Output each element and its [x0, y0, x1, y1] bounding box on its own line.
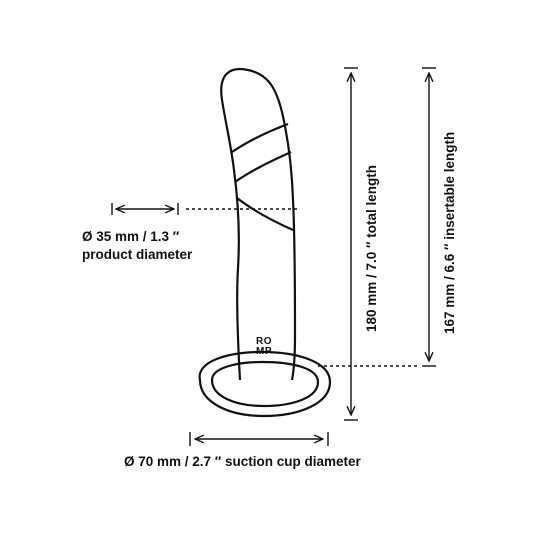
insertable-length-label: 167 mm / 6.6 ″ insertable length — [442, 131, 457, 334]
suction-cup-diameter-dimension — [189, 432, 329, 446]
product-diameter-value: Ø 35 mm / 1.3 ″ — [82, 229, 180, 244]
brand-logo: RO MP — [250, 337, 278, 357]
product-diameter-label: Ø 35 mm / 1.3 ″ product diameter — [82, 228, 192, 264]
product-diameter-dimension — [111, 203, 298, 215]
suction-cup-base — [198, 350, 332, 418]
product-diameter-caption: product diameter — [82, 247, 193, 262]
suction-cup-diameter-label: Ø 70 mm / 2.7 ″ suction cup diameter — [124, 454, 361, 469]
brand-logo-line2: MP — [256, 346, 272, 357]
brand-logo-line1: RO — [256, 336, 272, 347]
product-shaft — [220, 67, 297, 381]
insertable-length-dimension — [318, 67, 436, 367]
total-length-dimension — [344, 67, 358, 421]
total-length-label: 180 mm / 7.0 ″ total length — [364, 164, 379, 332]
